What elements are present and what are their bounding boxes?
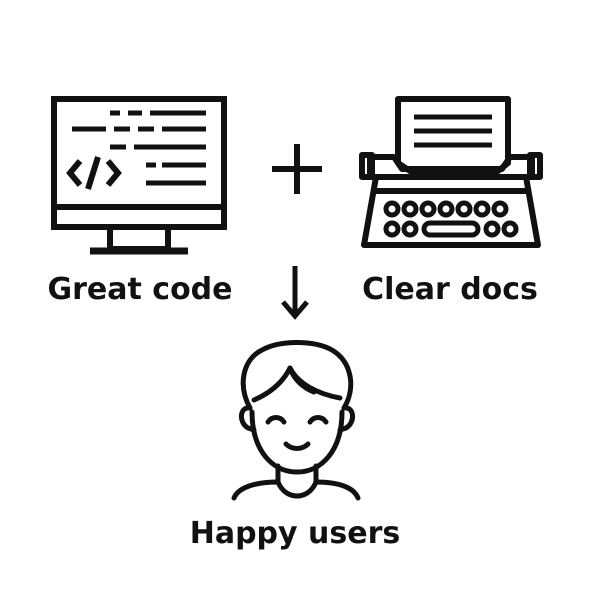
plus-icon <box>272 144 322 194</box>
arrow-down-icon <box>281 266 309 320</box>
code-monitor-icon <box>51 96 227 255</box>
label-clear-docs: Clear docs <box>362 272 538 307</box>
label-happy-users: Happy users <box>189 516 401 551</box>
happy-user-icon <box>231 340 361 501</box>
label-great-code: Great code <box>47 272 233 307</box>
typewriter-icon <box>359 96 543 248</box>
